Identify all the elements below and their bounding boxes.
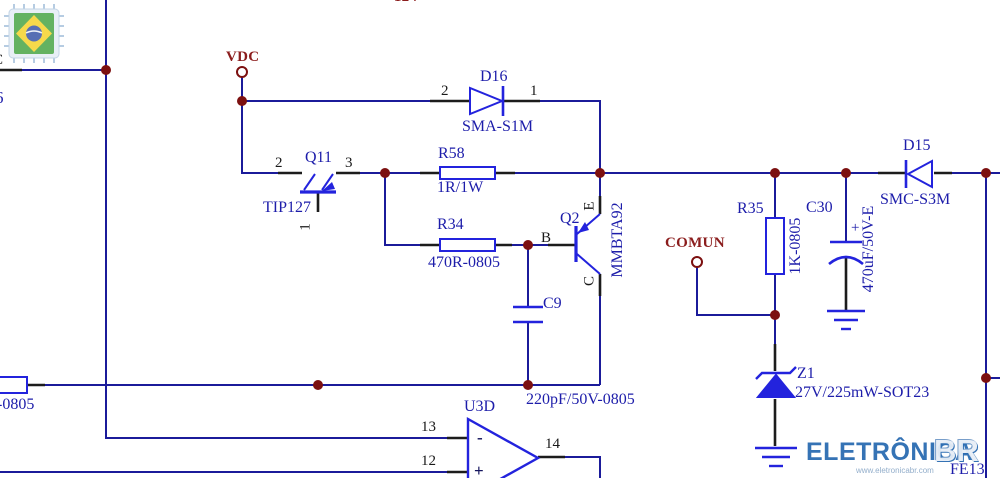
bottom-left-partial-value-label: -0805: [0, 396, 35, 413]
r58-resistor-symbol: [439, 166, 496, 180]
r34-ref-label: R34: [437, 216, 464, 233]
q11-ref-label: Q11: [305, 149, 332, 166]
wire-comun: [696, 267, 775, 316]
comun-net-label: COMUN: [665, 235, 725, 251]
left-pin-c-label: C: [0, 53, 3, 68]
q11-value-label: TIP127: [263, 199, 311, 216]
q11-pin2-label: 2: [275, 155, 283, 171]
c30-capacitor-symbol: [828, 240, 864, 266]
u3d-pin12-label: 12: [421, 453, 436, 469]
q11-pin1-label: 1: [297, 223, 314, 231]
wire-u3d-out: [565, 456, 601, 478]
d16-ref-label: D16: [480, 68, 508, 85]
r34-value-label: 470R-0805: [428, 254, 500, 271]
r58-value-label: 1R/1W: [437, 179, 484, 196]
c9-capacitor-symbol: [513, 305, 543, 324]
r34-resistor-symbol: [439, 238, 496, 252]
pin-stubs: [0, 68, 952, 474]
d15-ref-label: D15: [903, 137, 931, 154]
c30-ref-label: C30: [806, 199, 833, 216]
plus12v-net-label: +12V: [385, 0, 421, 5]
d15-value-label: SMC-S3M: [880, 191, 951, 208]
c30-ground-symbol: [827, 309, 865, 331]
u3d-ref-label: U3D: [464, 398, 496, 415]
eletronicabr-logo-chip: [4, 4, 64, 63]
r35-value-label: 1K-0805: [787, 217, 804, 275]
d15-diode-symbol: [904, 159, 933, 189]
q2-pin-e-label: E: [581, 201, 598, 211]
junction-dots: [101, 65, 991, 390]
r35-ref-label: R35: [737, 200, 764, 217]
d16-pin1-label: 1: [530, 83, 538, 99]
z1-value-label: 27V/225mW-SOT23: [795, 384, 930, 401]
eletronicabr-url-text: www.eletronicabr.com: [856, 466, 934, 475]
left-partial-resistor-symbol: [0, 376, 28, 394]
q2-transistor-symbol: [574, 213, 601, 275]
d16-value-label: SMA-S1M: [462, 118, 534, 135]
q11-transistor-symbol: [300, 173, 336, 194]
q2-value-label: MMBTA92: [609, 202, 626, 278]
u3d-pin13-label: 13: [421, 419, 436, 435]
eletronicabr-badge-text: BR: [934, 433, 979, 468]
r35-resistor-symbol: [765, 217, 785, 275]
c30-value-label: 470uF/50V-E: [860, 205, 877, 293]
q2-pin-c-label: C: [581, 275, 598, 287]
eletronicabr-brand-text: ELETRÔNICA: [806, 438, 974, 466]
left-partial-value-label: 856: [0, 89, 4, 106]
q2-ref-label: Q2: [560, 210, 580, 227]
z1-ground-symbol: [755, 446, 797, 468]
q2-pin-b-label: B: [541, 230, 552, 246]
d16-pin2-label: 2: [441, 83, 449, 99]
c9-ref-label: C9: [543, 295, 562, 312]
u3d-pin14-label: 14: [545, 436, 560, 452]
z1-ref-label: Z1: [797, 365, 815, 382]
q11-pin3-label: 3: [345, 155, 353, 171]
r58-ref-label: R58: [438, 145, 465, 162]
wire-vdc-to-d16: [241, 77, 430, 102]
vdc-net-label: VDC: [226, 49, 260, 65]
comun-terminal: [691, 256, 703, 268]
wire-left-vertical: [105, 0, 447, 439]
u3d-inverting-sign: -: [477, 428, 483, 447]
c30-polarity-label: +: [851, 220, 860, 236]
d16-diode-symbol: [469, 86, 505, 116]
wire-to-r34: [384, 173, 440, 246]
wire-vdc-to-q11: [241, 101, 278, 174]
bottom-right-partial-text: FE13: [950, 461, 985, 478]
u3d-noninverting-sign: +: [474, 461, 484, 478]
wire-d16-down: [540, 100, 601, 173]
vdc-terminal: [236, 66, 248, 78]
z1-zener-symbol: [755, 366, 797, 398]
c9-value-label: 220pF/50V-0805: [526, 391, 635, 408]
